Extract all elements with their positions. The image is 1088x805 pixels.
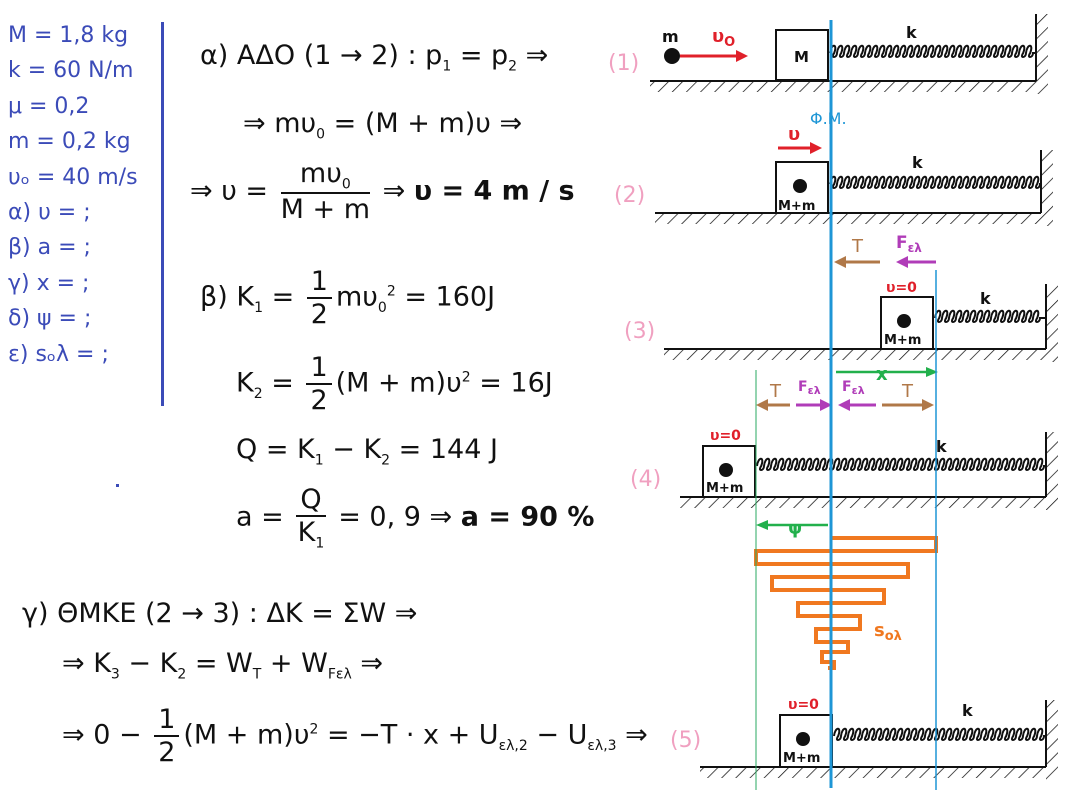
eq-work-energy-expanded: ⇒ K3 − K2 = WT + WFελ ⇒	[62, 648, 383, 683]
wall-hatch-1	[1036, 14, 1048, 94]
embedded-bullet-5	[796, 732, 810, 746]
question-e: ε) sₒλ = ;	[8, 341, 109, 367]
floor-hatch-5	[700, 766, 1046, 778]
floor-hatch-1	[650, 80, 1036, 92]
total-path-label: sολ	[874, 620, 902, 644]
elastic-force-label-3b: Fελ	[842, 379, 865, 397]
embedded-bullet-2	[793, 179, 807, 193]
wall-hatch-5	[1046, 700, 1058, 780]
extension-psi-label: ψ	[788, 518, 802, 539]
state-5-group: M+m k υ=0	[700, 697, 1058, 780]
question-d: δ) ψ = ;	[8, 306, 92, 332]
wall-hatch-2	[1041, 150, 1053, 226]
stray-dot	[116, 484, 119, 487]
collision-spring-figure: (1) (2) (3) (4) (5) M k m υO Φ.Μ. M+m k …	[608, 14, 1058, 790]
friction-force-label-3b: T	[901, 381, 914, 402]
block-Mm-label-2: M+m	[778, 199, 815, 214]
given-spring-constant: k = 60 N/m	[8, 58, 134, 84]
elastic-force-arrowhead-3b	[838, 399, 850, 411]
velocity-zero-label-4: υ=0	[710, 428, 741, 444]
spring-k-label-3: k	[980, 289, 991, 308]
embedded-bullet-4	[719, 463, 733, 477]
wall-hatch-4	[1046, 432, 1058, 510]
floor-hatch-4	[680, 496, 1046, 508]
velocity-answer: υ = 4 m / s	[413, 175, 575, 207]
natural-length-label: Φ.Μ.	[810, 109, 847, 128]
spring-state-2	[829, 175, 1041, 190]
embedded-bullet-3	[897, 314, 911, 328]
bullet-m-label: m	[662, 27, 679, 46]
spring-k-label-1: k	[906, 23, 917, 42]
given-mass-m: m = 0,2 kg	[8, 129, 131, 155]
given-initial-velocity: υₒ = 40 m/s	[8, 164, 138, 190]
block-Mm-label-5: M+m	[783, 751, 820, 766]
velocity-zero-label-3: υ=0	[886, 280, 917, 296]
question-c: γ) x = ;	[8, 270, 90, 296]
elastic-force-label-4: Fελ	[798, 379, 821, 397]
question-a: α) υ = ;	[8, 200, 91, 226]
spring-k-label-2: k	[912, 153, 923, 172]
velocity-u-arrowhead	[810, 142, 822, 154]
eq-momentum-expanded: ⇒ mυ0 = (M + m)υ ⇒	[243, 108, 523, 143]
bullet-m	[664, 48, 680, 64]
elastic-force-arrowhead-3	[896, 256, 908, 268]
friction-force-arrowhead-3	[834, 256, 846, 268]
spring-k-label-5: k	[962, 701, 973, 720]
total-path-zigzag	[754, 536, 938, 670]
state-3-group: M+m k υ=0	[664, 280, 1058, 362]
velocity-zero-label-5: υ=0	[788, 697, 819, 713]
floor-hatch-3	[664, 348, 1046, 360]
eq-momentum-conservation: α) ΑΔΟ (1 → 2) : p1 = p2 ⇒	[200, 40, 549, 75]
spring-state-4	[756, 457, 1046, 472]
floor-hatch-2	[655, 212, 1041, 224]
elastic-force-label-3: Fελ	[896, 233, 922, 255]
spring-state-5	[833, 727, 1046, 742]
block-Mm-label-4: M+m	[706, 481, 743, 496]
state-label-3: (3)	[624, 319, 655, 344]
percentage-answer: a = 90 %	[460, 501, 595, 533]
velocity-u0-arrowhead	[736, 50, 748, 62]
spring-k-label-4: k	[936, 437, 947, 456]
block-Mm-state-2	[775, 161, 829, 214]
state-4-group: M+m k υ=0	[680, 428, 1058, 510]
extension-psi-arrowhead	[756, 520, 768, 530]
given-mass-M: M = 1,8 kg	[8, 23, 129, 48]
velocity-u0-label: υO	[712, 26, 735, 50]
given-friction-coefficient: μ = 0,2	[8, 93, 90, 119]
question-b: β) a = ;	[8, 235, 91, 261]
eq-heat: Q = K1 − K2 = 144 J	[236, 434, 498, 469]
block-M-state-1	[775, 29, 829, 81]
velocity-u-label: υ	[788, 124, 800, 145]
state-label-1: (1)	[608, 51, 639, 76]
eq-work-energy-theorem: γ) ΘΜΚΕ (2 → 3) : ΔK = ΣW ⇒	[22, 598, 418, 629]
state-label-2: (2)	[614, 183, 645, 208]
compression-x-label: x	[876, 364, 888, 385]
state-2-group: M+m k υ	[655, 124, 1053, 226]
elastic-force-arrowhead-4	[820, 399, 832, 411]
friction-force-label-3: T	[851, 236, 864, 257]
block-M-label: M	[794, 48, 809, 66]
given-separator	[161, 22, 164, 406]
spring-state-1	[829, 44, 1036, 59]
state-label-4: (4)	[630, 467, 661, 492]
friction-force-label-4: T	[769, 381, 782, 402]
wall-hatch-3	[1046, 284, 1058, 362]
given-data-list: M = 1,8 kg k = 60 N/m μ = 0,2 m = 0,2 kg…	[8, 18, 138, 372]
state-1-group: M k m υO	[650, 14, 1048, 94]
state-label-5: (5)	[670, 728, 701, 753]
friction-force-arrowhead-3b	[922, 399, 934, 411]
spring-state-3	[934, 309, 1046, 324]
friction-force-arrowhead-4	[756, 399, 768, 411]
block-Mm-label-3: M+m	[884, 333, 921, 348]
compression-x-arrowhead	[926, 367, 938, 377]
